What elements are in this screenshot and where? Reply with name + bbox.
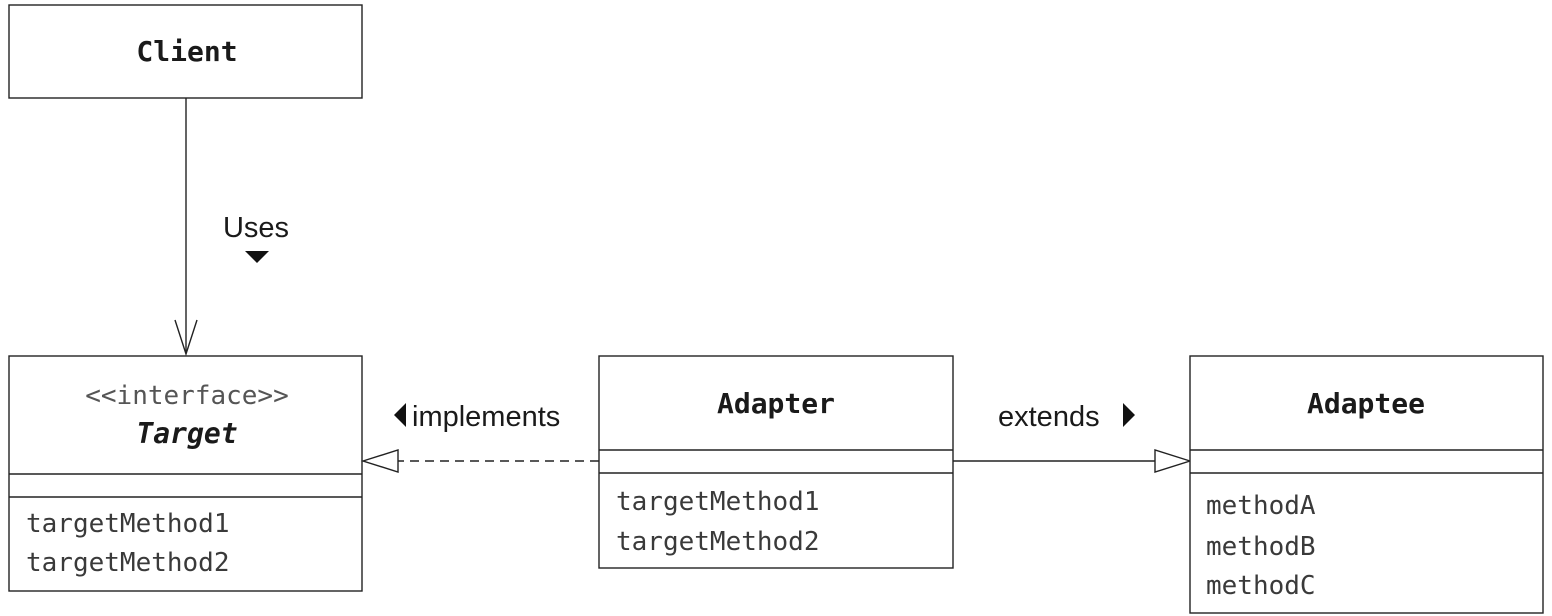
client-class-name: Client <box>136 35 237 68</box>
implements-label: implements <box>412 401 560 433</box>
adaptee-method-a: methodA <box>1206 491 1316 521</box>
client-box <box>8 4 363 99</box>
adapter-class-name: Adapter <box>717 387 835 420</box>
adaptee-class: Adaptee methodA methodB methodC <box>1189 355 1544 614</box>
uses-association: Uses <box>174 98 289 357</box>
uses-direction-triangle-icon <box>245 251 269 263</box>
adapter-box <box>598 355 954 569</box>
implements-realization: implements <box>360 401 599 473</box>
adaptee-box <box>1189 355 1544 614</box>
target-class-name: Target <box>136 417 237 450</box>
uses-open-arrowhead <box>174 319 198 357</box>
implements-direction-triangle-icon <box>394 403 406 427</box>
adapter-method-2: targetMethod2 <box>616 527 820 557</box>
uses-label: Uses <box>223 212 289 244</box>
client-class: Client <box>8 4 363 99</box>
adaptee-method-b: methodB <box>1206 532 1316 562</box>
target-method-2: targetMethod2 <box>26 548 230 578</box>
implements-hollow-arrowhead <box>360 449 399 473</box>
extends-label: extends <box>998 401 1100 433</box>
extends-hollow-arrowhead <box>1154 449 1193 473</box>
extends-generalization: extends <box>953 401 1193 473</box>
adapter-class: Adapter targetMethod1 targetMethod2 <box>598 355 954 569</box>
adaptee-method-c: methodC <box>1206 571 1316 601</box>
target-class: <<interface>> Target targetMethod1 targe… <box>8 355 363 592</box>
target-method-1: targetMethod1 <box>26 509 230 539</box>
adaptee-class-name: Adaptee <box>1307 387 1425 420</box>
extends-direction-triangle-icon <box>1123 403 1135 427</box>
adapter-method-1: targetMethod1 <box>616 487 820 517</box>
target-stereotype: <<interface>> <box>85 381 289 411</box>
